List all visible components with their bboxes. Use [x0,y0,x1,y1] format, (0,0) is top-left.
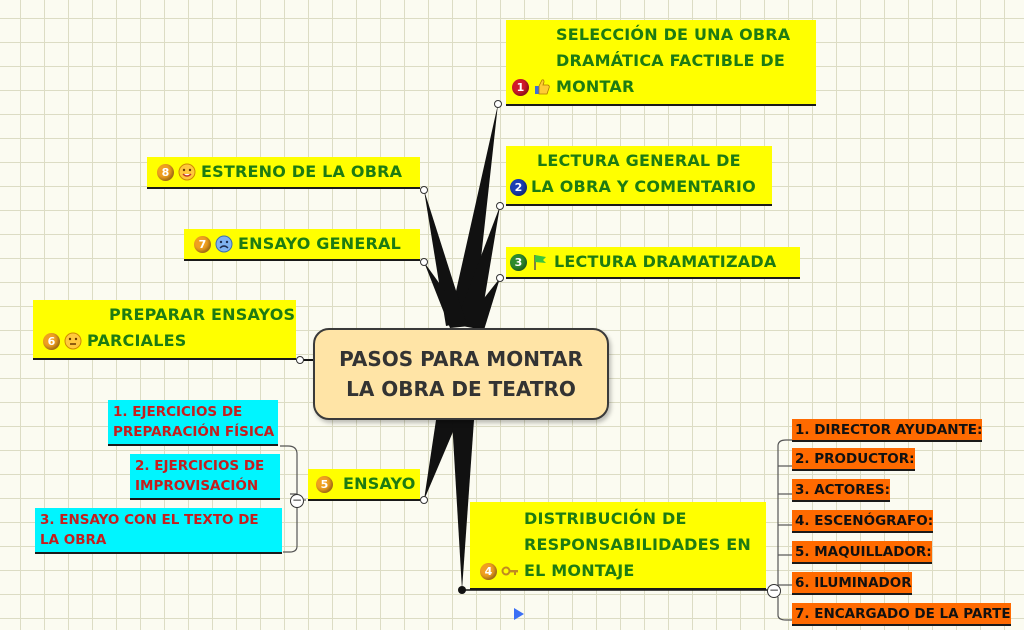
number-4-icon: 4 [480,563,497,580]
responsabilidad-1[interactable]: 1. DIRECTOR AYUDANTE: [792,419,983,442]
collapse-toggle-ensayo[interactable]: − [290,493,304,508]
responsabilidad-6[interactable]: 6. ILUMINADOR [792,572,912,595]
collapse-toggle-responsabilidades[interactable]: − [767,583,781,598]
branch-5-label: ENSAYO [343,474,416,493]
branch-3-label: LECTURA DRAMATIZADA [554,252,777,271]
ensayo-subitem-3-line-2: LA OBRA [40,532,107,548]
branch-4-line-1: DISTRIBUCIÓN DE [524,509,687,528]
sad-face-icon [215,235,233,253]
responsabilidad-2[interactable]: 2. PRODUCTOR: [792,448,915,471]
connector-dot [420,186,428,194]
number-8-icon: 8 [157,163,174,181]
branch-2-line-1: LECTURA GENERAL DE [537,151,741,170]
play-arrow-icon[interactable] [514,608,524,620]
number-6-icon: 6 [43,333,60,350]
branch-8-label: ESTRENO DE LA OBRA [201,162,403,181]
responsabilidad-7[interactable]: 7. ENCARGADO DE LA PARTE [792,603,1011,626]
branch-8-estreno[interactable]: 8 ESTRENO DE LA OBRA [147,157,420,189]
number-3-icon: 3 [510,253,527,271]
ensayo-subitem-1-line-2: PREPARACIÓN FÍSICA [113,424,275,440]
neutral-face-icon [64,332,82,350]
central-topic[interactable]: PASOS PARA MONTAR LA OBRA DE TEATRO [313,328,609,420]
ensayo-subitem-1-line-1: 1. EJERCICIOS DE [113,404,243,420]
branch-4-line-2: RESPONSABILIDADES EN [524,535,751,554]
number-2-icon: 2 [510,179,527,196]
connector-dot [420,496,428,504]
connector-b2 [456,206,500,326]
branch-1-line-1: SELECCIÓN DE UNA OBRA [556,25,791,44]
number-7-icon: 7 [194,235,211,253]
branch-4-line-3: EL MONTAJE [524,561,635,580]
connector-dot [420,258,428,266]
branch-2-line-2: LA OBRA Y COMENTARIO [531,177,756,196]
connector-b7 [424,262,470,328]
number-5-icon: 5 [316,475,333,493]
branch-2-lectura-general[interactable]: 2 LECTURA GENERAL DE LA OBRA Y COMENTARI… [506,146,772,206]
responsabilidad-3[interactable]: 3. ACTORES: [792,479,891,502]
ensayo-subitem-2-line-2: IMPROVISACIÓN [135,478,259,494]
connector-dot [496,274,504,282]
branch-3-lectura-dramatizada[interactable]: 3 LECTURA DRAMATIZADA [506,247,800,279]
thumbs-up-icon [533,78,551,96]
branch-6-line-1: PREPARAR ENSAYOS [109,305,296,324]
branch-6-preparar-ensayos[interactable]: 6 PREPARAR ENSAYOS PARCIALES [33,300,296,360]
branch-6-line-2: PARCIALES [87,331,187,350]
connector-dot [496,202,504,210]
branch-5-ensayo[interactable]: 5 ENSAYO [308,469,420,501]
branch-7-label: ENSAYO GENERAL [238,234,401,253]
key-icon [501,562,519,580]
connector-b8 [424,190,466,326]
responsabilidad-5[interactable]: 5. MAQUILLADOR: [792,541,932,564]
branch-4-distribucion[interactable]: 4 DISTRIBUCIÓN DE RESPONSABILIDADES EN E… [470,502,766,590]
responsabilidad-4[interactable]: 4. ESCENÓGRAFO: [792,510,934,533]
central-line-2: LA OBRA DE TEATRO [346,377,576,401]
branch-1-line-2: DRAMÁTICA FACTIBLE DE [556,51,785,70]
connector-b1 [450,104,498,322]
central-line-1: PASOS PARA MONTAR [339,347,583,371]
ensayo-subitem-1[interactable]: 1. EJERCICIOS DE PREPARACIÓN FÍSICA [108,400,278,446]
ensayo-subitem-3[interactable]: 3. ENSAYO CON EL TEXTO DE LA OBRA [35,508,282,554]
ensayo-subitem-2-line-1: 2. EJERCICIOS DE [135,458,265,474]
ensayo-subitem-2[interactable]: 2. EJERCICIOS DE IMPROVISACIÓN [130,454,280,500]
connector-b5 [424,420,458,500]
ensayo-subitem-3-line-1: 3. ENSAYO CON EL TEXTO DE [40,512,259,528]
smiley-face-icon [178,163,196,181]
number-1-icon: 1 [512,79,529,96]
connector-dot [296,356,304,364]
branch-7-ensayo-general[interactable]: 7 ENSAYO GENERAL [184,229,420,261]
branch-1-line-3: MONTAR [556,77,635,96]
connector-dot [494,100,502,108]
branch-1-seleccion[interactable]: 1 SELECCIÓN DE UNA OBRA DRAMÁTICA FACTIB… [506,20,816,106]
connector-b4 [452,420,474,590]
green-flag-icon [531,253,549,271]
connector-b3 [462,278,500,330]
